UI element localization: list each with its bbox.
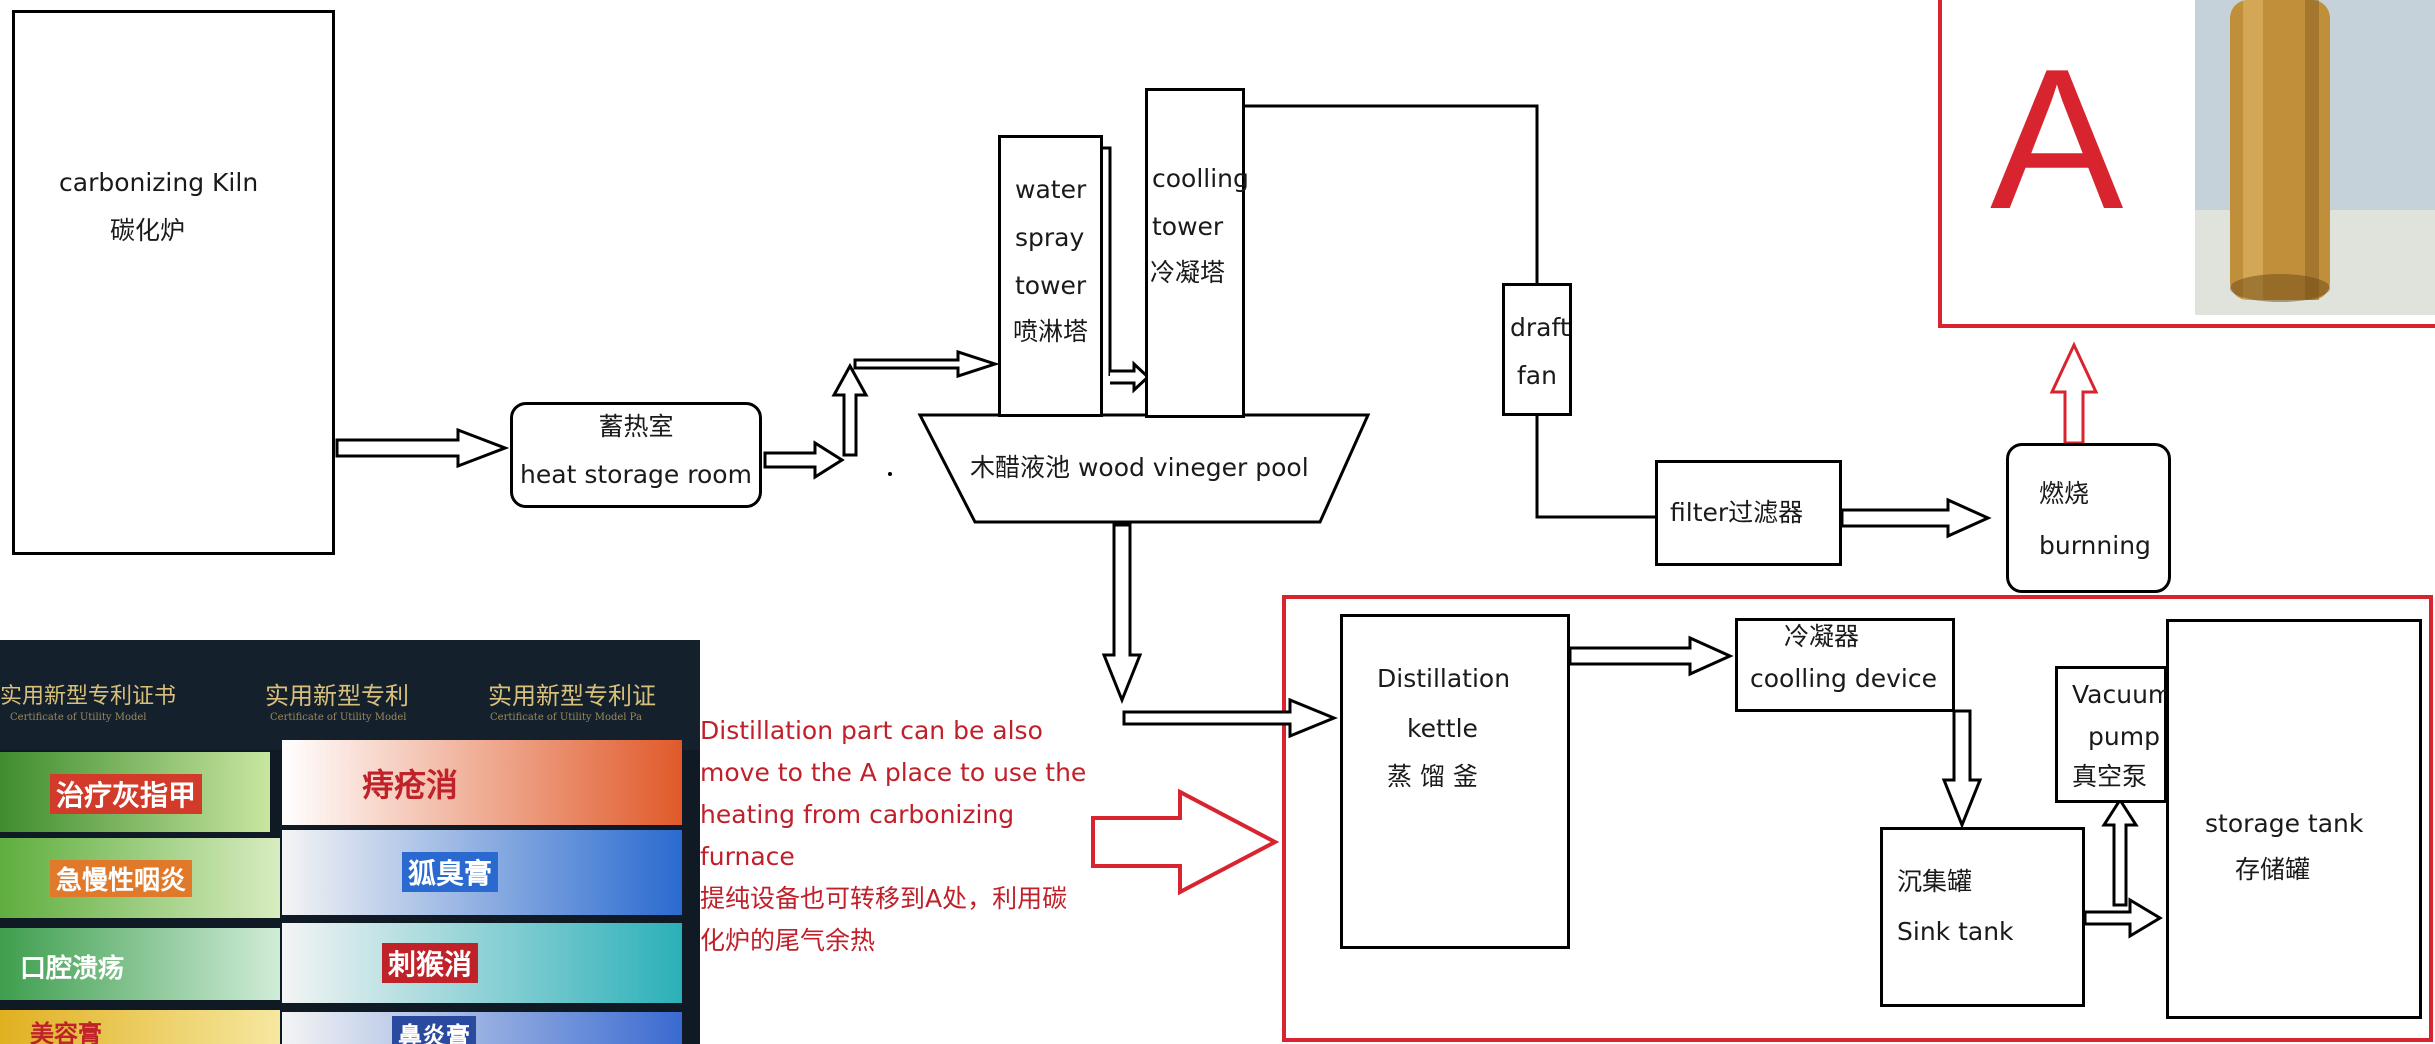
cooling-device-en: coolling device bbox=[1750, 664, 1937, 693]
arrow-to-kettle bbox=[1122, 697, 1338, 739]
arrow-heatroom-right bbox=[763, 440, 845, 480]
pool-label: 木醋液池 wood vineger pool bbox=[970, 453, 1309, 482]
line-cooling-to-fan bbox=[1244, 104, 1539, 283]
burning-l2: burnning bbox=[2039, 531, 2151, 560]
heat-room-label-en: heat storage room bbox=[520, 460, 752, 489]
a-label: A bbox=[1990, 28, 2124, 251]
note-line-2: move to the A place to use the bbox=[700, 758, 1087, 787]
distillation-kettle: Distillation kettle 蒸 馏 釜 bbox=[1340, 614, 1570, 949]
vacuum-pump-l2: pump bbox=[2088, 722, 2160, 751]
arrow-note-to-distillation bbox=[1091, 788, 1280, 896]
product-box-5: 口腔溃疡 bbox=[0, 928, 280, 1000]
cooling-tower-l2: tower bbox=[1152, 212, 1224, 241]
arrow-pool-down bbox=[1101, 523, 1143, 705]
arrow-up-to-spray bbox=[831, 362, 869, 457]
vacuum-pump: Vacuum pump 真空泵 bbox=[2055, 666, 2172, 803]
certificate-title-1: 实用新型专利证书 bbox=[0, 684, 177, 709]
draft-fan-l1: draft bbox=[1510, 313, 1570, 342]
product-box-1: 治疗灰指甲 bbox=[0, 752, 270, 832]
product-box-3-label: 急慢性咽炎 bbox=[50, 860, 193, 897]
kettle-l3: 蒸 馏 釜 bbox=[1387, 762, 1478, 791]
distillation-frame bbox=[1282, 595, 2433, 1042]
certificate-title-3: 实用新型专利证 bbox=[488, 682, 656, 710]
filter: filter过滤器 bbox=[1655, 460, 1842, 566]
sink-tank-en: Sink tank bbox=[1897, 917, 2014, 946]
storage-tank-en: storage tank bbox=[2205, 809, 2364, 838]
heat-storage-room: 蓄热室 heat storage room bbox=[510, 402, 762, 508]
note-line-4: furnace bbox=[700, 842, 795, 871]
patent-certificates-photo: 实用新型专利证书 Certificate of Utility Model 实用… bbox=[0, 640, 700, 1044]
arrow-filter-to-burning bbox=[1840, 497, 1992, 539]
sink-tank-cn: 沉集罐 bbox=[1897, 867, 1973, 896]
product-box-5-label: 口腔溃疡 bbox=[20, 954, 125, 984]
arrow-vacuum-pump bbox=[2101, 797, 2139, 907]
vinegar-bottle-photo bbox=[2195, 0, 2435, 315]
storage-tank-cn: 存储罐 bbox=[2235, 855, 2311, 884]
product-box-6: 刺猴消 bbox=[282, 923, 682, 1003]
note-line-1: Distillation part can be also bbox=[700, 716, 1043, 745]
line-fan-to-filter bbox=[1535, 416, 1655, 519]
carbonizing-kiln: carbonizing Kiln 碳化炉 bbox=[12, 10, 335, 555]
note-line-3: heating from carbonizing bbox=[700, 800, 1015, 829]
certificate-title-2: 实用新型专利 bbox=[265, 682, 409, 710]
product-box-4-label: 狐臭膏 bbox=[402, 852, 499, 892]
note-line-5: 提纯设备也可转移到A处，利用碳 bbox=[700, 884, 1068, 913]
a-frame bbox=[1938, 0, 2435, 328]
draft-fan-l2: fan bbox=[1517, 361, 1557, 390]
product-box-4: 狐臭膏 bbox=[282, 830, 682, 915]
spray-tower-l4: 喷淋塔 bbox=[1013, 317, 1089, 346]
arrow-kiln-to-heatroom bbox=[335, 427, 510, 469]
product-box-7-label: 美容膏 bbox=[30, 1020, 102, 1044]
product-box-1-label: 治疗灰指甲 bbox=[50, 774, 203, 814]
kettle-l1: Distillation bbox=[1377, 664, 1511, 693]
product-box-8: 鼻炎膏 bbox=[282, 1012, 682, 1044]
arrow-spray-to-cooling bbox=[1110, 360, 1151, 394]
cooling-device-cn: 冷凝器 bbox=[1784, 622, 1860, 651]
draft-fan: draft fan bbox=[1502, 283, 1572, 416]
cooling-device: 冷凝器 coolling device bbox=[1735, 618, 1955, 712]
arrow-to-spray-tower bbox=[853, 349, 1000, 379]
spray-tower-l2: spray bbox=[1015, 223, 1085, 252]
vacuum-pump-l3: 真空泵 bbox=[2072, 762, 2148, 791]
storage-tank: storage tank 存储罐 bbox=[2166, 619, 2422, 1019]
arrow-sink-to-storage bbox=[2083, 897, 2163, 939]
product-box-8-label: 鼻炎膏 bbox=[392, 1016, 476, 1044]
arrow-kettle-to-cooler bbox=[1568, 635, 1734, 677]
product-box-2: 痔疮消 bbox=[282, 740, 682, 825]
cooling-tower-l1: coolling bbox=[1152, 164, 1249, 193]
burning: 燃烧 burnning bbox=[2006, 443, 2171, 593]
certificate-sub-2: Certificate of Utility Model bbox=[270, 712, 407, 723]
burning-l1: 燃烧 bbox=[2039, 479, 2090, 508]
certificate-sub-1: Certificate of Utility Model bbox=[10, 712, 147, 723]
water-spray-tower: water spray tower 喷淋塔 bbox=[998, 135, 1103, 417]
spray-tower-l3: tower bbox=[1015, 271, 1087, 300]
bottle-icon bbox=[2195, 0, 2435, 315]
product-box-3: 急慢性咽炎 bbox=[0, 838, 280, 918]
note-line-6: 化炉的尾气余热 bbox=[700, 926, 876, 955]
kiln-label-en: carbonizing Kiln bbox=[59, 168, 259, 197]
spray-tower-l1: water bbox=[1015, 175, 1087, 204]
distillation-note: Distillation part can be also move to th… bbox=[700, 710, 1120, 962]
product-box-2-label: 痔疮消 bbox=[362, 766, 459, 804]
kettle-l2: kettle bbox=[1407, 714, 1478, 743]
vacuum-pump-l1: Vacuum bbox=[2072, 680, 2173, 709]
kiln-label-cn: 碳化炉 bbox=[110, 216, 186, 245]
cooling-tower-l3: 冷凝塔 bbox=[1150, 258, 1226, 287]
cooling-tower: coolling tower 冷凝塔 bbox=[1145, 88, 1249, 418]
arrow-cooler-to-sink bbox=[1941, 709, 1983, 830]
connector-spray-cooling bbox=[1102, 146, 1112, 376]
heat-room-label-cn: 蓄热室 bbox=[598, 412, 674, 441]
sink-tank: 沉集罐 Sink tank bbox=[1880, 827, 2085, 1007]
product-box-6-label: 刺猴消 bbox=[382, 943, 479, 983]
arrow-burning-to-a bbox=[2049, 341, 2099, 445]
certificate-sub-3: Certificate of Utility Model Pa bbox=[490, 712, 642, 723]
filter-label: filter过滤器 bbox=[1670, 498, 1804, 527]
product-box-7: 美容膏 bbox=[0, 1010, 280, 1044]
